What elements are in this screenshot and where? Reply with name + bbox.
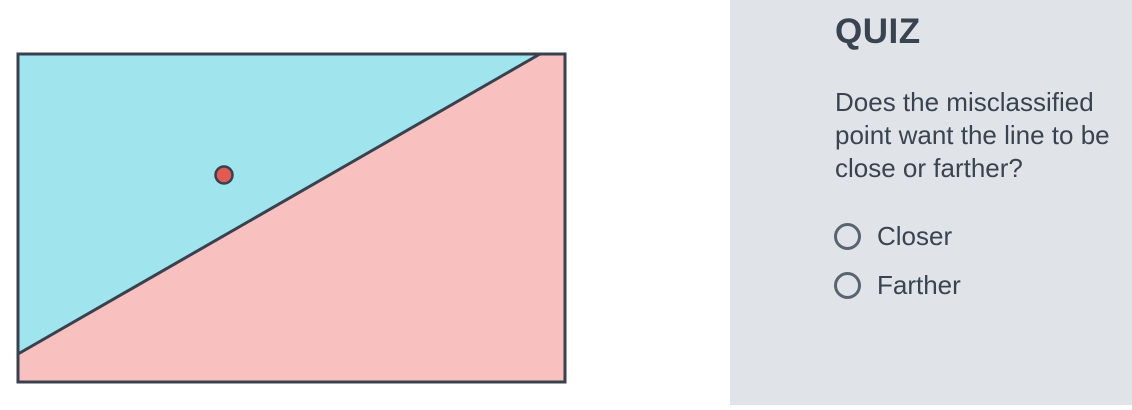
plot-frame bbox=[16, 52, 567, 384]
boundary-line bbox=[17, 52, 541, 356]
quiz-panel: QUIZ Does the misclassified point want t… bbox=[730, 0, 1132, 405]
quiz-question: Does the misclassified point want the li… bbox=[835, 87, 1110, 183]
radio-button-closer[interactable] bbox=[834, 222, 861, 250]
quiz-title: QUIZ bbox=[835, 12, 921, 51]
option-closer-label: Closer bbox=[877, 220, 953, 251]
option-farther-label: Farther bbox=[877, 269, 961, 300]
answer-options: Closer Farther bbox=[834, 219, 961, 317]
option-closer[interactable]: Closer bbox=[834, 219, 961, 253]
radio-button-farther[interactable] bbox=[834, 271, 861, 299]
classification-diagram bbox=[16, 52, 567, 384]
misclassified-point bbox=[214, 165, 234, 185]
option-farther[interactable]: Farther bbox=[834, 268, 961, 302]
diagram-canvas bbox=[16, 52, 567, 384]
